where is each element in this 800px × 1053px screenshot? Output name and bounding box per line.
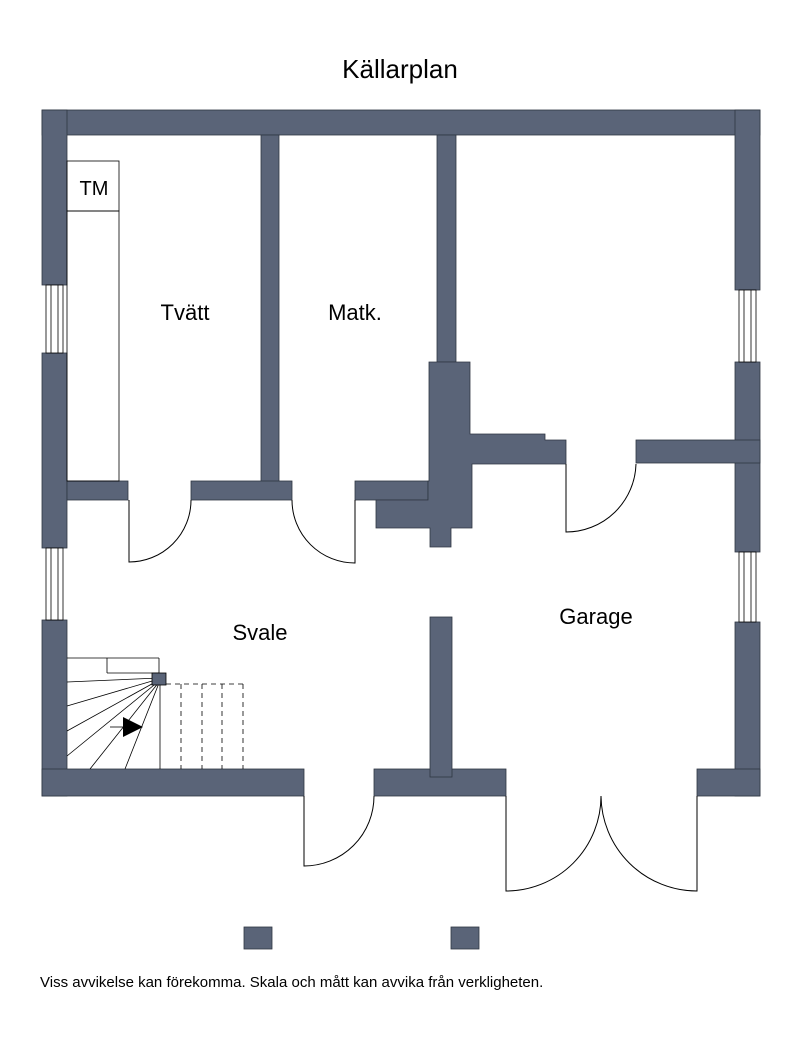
post-right bbox=[450, 926, 480, 950]
wall-tvatt-bottom-left bbox=[66, 480, 129, 501]
label-garage: Garage bbox=[559, 604, 632, 629]
windows bbox=[45, 284, 757, 623]
label-svale: Svale bbox=[232, 620, 287, 645]
label-tm: TM bbox=[80, 178, 109, 200]
disclaimer-text: Viss avvikelse kan förekomma. Skala och … bbox=[40, 974, 544, 991]
door-garage-left bbox=[505, 795, 602, 892]
wall-matk-right bbox=[436, 134, 457, 363]
wall-garage-top bbox=[635, 439, 761, 464]
door-tvatt bbox=[128, 499, 192, 563]
wall-bottom-right bbox=[696, 768, 761, 797]
staircase bbox=[66, 657, 244, 770]
counter bbox=[66, 210, 120, 482]
wall-tvatt-matk bbox=[260, 134, 280, 483]
wall-right-lower bbox=[734, 621, 761, 797]
fixtures bbox=[66, 160, 120, 482]
wall-left-mid bbox=[41, 352, 68, 549]
outdoor-posts bbox=[243, 926, 480, 950]
label-matk: Matk. bbox=[328, 300, 382, 325]
stair-post bbox=[151, 672, 167, 686]
wall-right-upper bbox=[734, 109, 761, 291]
wall-tvatt-bottom-right bbox=[190, 480, 293, 501]
label-tvatt: Tvätt bbox=[161, 300, 210, 325]
wall-top bbox=[41, 109, 761, 136]
door-entrance bbox=[303, 795, 375, 867]
wall-bottom-left bbox=[41, 768, 305, 797]
post-left bbox=[243, 926, 273, 950]
door-garage-inner bbox=[565, 463, 637, 533]
chimney-block bbox=[375, 361, 567, 548]
plan-title: Källarplan bbox=[342, 54, 458, 84]
wall-left-upper bbox=[41, 109, 68, 286]
stair-arrow-icon bbox=[123, 717, 143, 737]
window-left-upper bbox=[45, 284, 64, 354]
doors bbox=[128, 463, 698, 892]
window-left-lower bbox=[45, 547, 64, 621]
door-garage-right bbox=[600, 795, 698, 892]
wall-svale-garage bbox=[429, 616, 453, 778]
wall-matk-bottom bbox=[354, 480, 429, 501]
interior-walls bbox=[66, 134, 761, 778]
door-matk bbox=[291, 499, 356, 564]
window-right-upper bbox=[738, 289, 757, 363]
window-right-lower bbox=[738, 551, 757, 623]
